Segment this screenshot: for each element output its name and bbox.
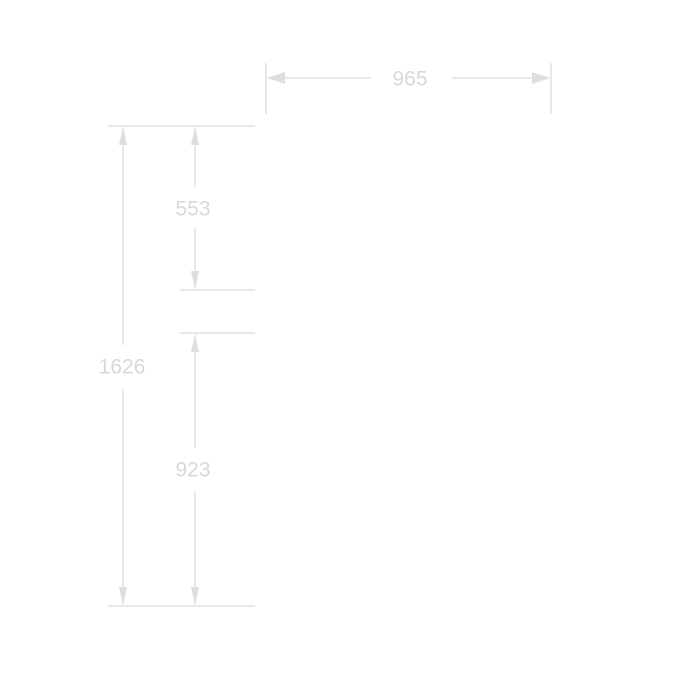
arrow-right-icon	[532, 72, 550, 84]
arrow-down-icon	[191, 271, 199, 289]
arrow-up-icon	[191, 334, 199, 352]
total-height-label: 1626	[99, 356, 146, 379]
upper-height-dimension: 553	[175, 127, 211, 289]
total-height-dimension: 1626	[99, 127, 146, 605]
arrow-up-icon	[119, 127, 127, 145]
upper-height-label: 553	[175, 198, 210, 221]
lower-height-label: 923	[175, 459, 210, 482]
width-dimension: 965	[265, 63, 552, 114]
arrow-left-icon	[267, 72, 285, 84]
width-label: 965	[392, 68, 427, 91]
lower-height-dimension: 923	[175, 334, 211, 605]
arrow-up-icon	[191, 127, 199, 145]
arrow-down-icon	[119, 587, 127, 605]
arrow-down-icon	[191, 587, 199, 605]
